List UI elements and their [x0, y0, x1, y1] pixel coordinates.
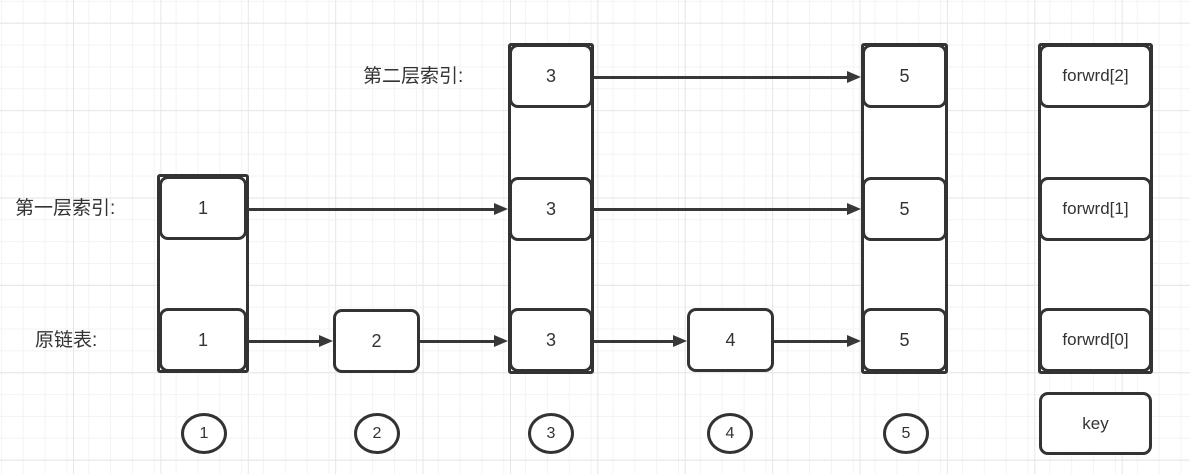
node2-layer0-cell: 2	[333, 309, 420, 373]
arrow-shaft	[594, 207, 849, 211]
label-original-list: 原链表:	[35, 330, 98, 351]
structure-key-cell: key	[1039, 392, 1152, 455]
label-first-level-index: 第一层索引:	[15, 198, 116, 219]
arrow-head-icon	[494, 335, 508, 347]
arrow-head-icon	[847, 203, 861, 215]
arrow-layer0-2-to-3	[420, 334, 508, 348]
node1-layer1-cell: 1	[159, 176, 247, 240]
arrow-shaft	[774, 339, 849, 343]
arrow-shaft	[420, 339, 496, 343]
arrow-layer0-1-to-2	[247, 334, 333, 348]
key-marker-5: 5	[883, 413, 929, 454]
arrow-head-icon	[673, 335, 687, 347]
node3-layer0-cell: 3	[509, 308, 593, 372]
node5-layer1-cell: 5	[862, 177, 947, 241]
arrow-layer1-1-to-3	[247, 202, 508, 216]
key-marker-4: 4	[707, 413, 753, 454]
node3-layer2-cell: 3	[509, 44, 593, 108]
key-marker-1: 1	[181, 413, 227, 454]
arrow-shaft	[594, 339, 675, 343]
arrow-shaft	[594, 75, 849, 79]
label-second-level-index: 第二层索引:	[363, 66, 464, 87]
structure-forwrd1-cell: forwrd[1]	[1039, 177, 1152, 241]
node3-layer1-cell: 3	[509, 177, 593, 241]
arrow-head-icon	[319, 335, 333, 347]
arrow-layer1-3-to-5	[594, 202, 861, 216]
arrow-layer0-3-to-4	[594, 334, 687, 348]
structure-forwrd2-cell: forwrd[2]	[1039, 44, 1152, 108]
node5-layer0-cell: 5	[862, 308, 947, 372]
structure-forwrd0-cell: forwrd[0]	[1039, 308, 1152, 372]
arrow-head-icon	[847, 71, 861, 83]
key-marker-3: 3	[528, 413, 574, 454]
arrow-shaft	[247, 207, 496, 211]
node1-layer0-cell: 1	[159, 308, 247, 372]
arrow-layer2-3-to-5	[594, 70, 861, 84]
key-marker-2: 2	[354, 413, 400, 454]
arrow-shaft	[247, 339, 321, 343]
node5-layer2-cell: 5	[862, 44, 947, 108]
arrow-head-icon	[847, 335, 861, 347]
node4-layer0-cell: 4	[687, 308, 774, 372]
arrow-layer0-4-to-5	[774, 334, 861, 348]
arrow-head-icon	[494, 203, 508, 215]
